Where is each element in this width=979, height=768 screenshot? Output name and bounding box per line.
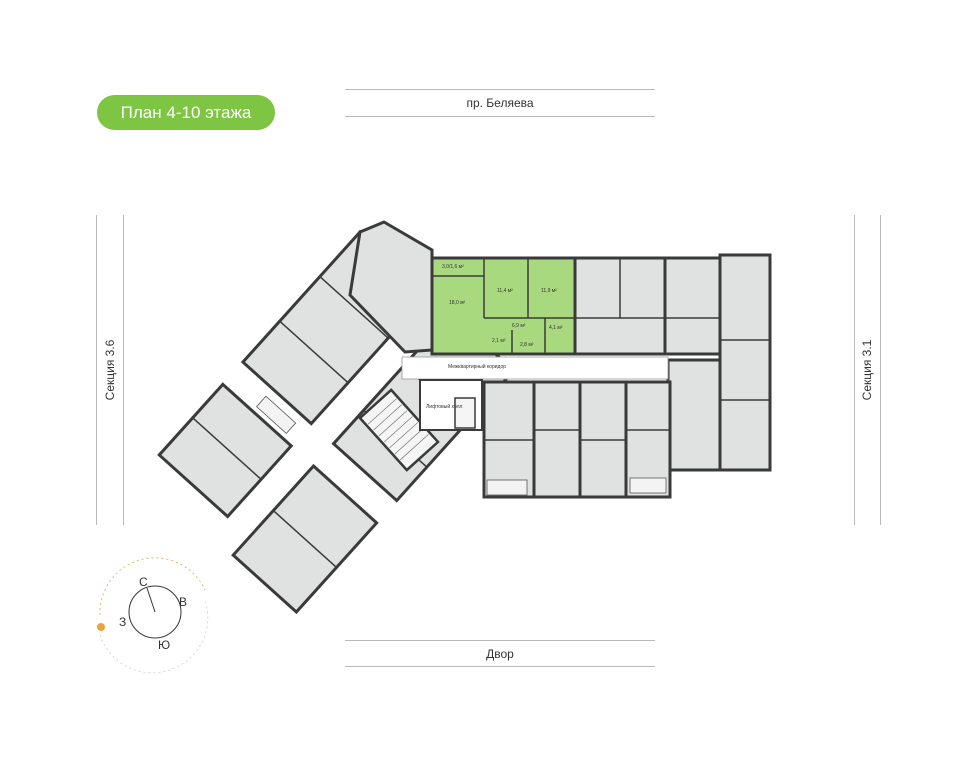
room-area-bath: 4,1 м²: [549, 325, 563, 331]
street-line-top-1: [345, 89, 655, 90]
room-area-wc: 2,1 м²: [492, 338, 506, 344]
street-line-bottom-2: [345, 666, 655, 667]
plan-title: План 4-10 этажа: [120, 103, 252, 122]
street-line-bottom-1: [345, 640, 655, 641]
compass: С В Ю З: [97, 557, 209, 674]
sun-icon: [97, 623, 105, 631]
compass-east: В: [179, 595, 187, 609]
room-area-balcony: 3,0/1,6 м²: [442, 264, 464, 270]
section-line-right-1: [854, 215, 855, 525]
lower-apartments: [482, 380, 672, 499]
section-line-left-2: [123, 215, 124, 525]
room-area-bedroom-2: 11,9 м²: [541, 288, 557, 294]
plan-title-badge: План 4-10 этажа: [97, 95, 275, 130]
section-line-right-2: [880, 215, 881, 525]
upper-right-apartments: [573, 253, 772, 472]
section-line-left-1: [96, 215, 97, 525]
street-line-top-2: [345, 116, 655, 117]
stairwell: [358, 388, 440, 472]
corridor-label: Межквартирный коридор: [448, 363, 506, 370]
highlighted-apartment: [430, 256, 577, 356]
room-area-living: 18,0 м²: [449, 300, 466, 306]
room-area-storage: 2,8 м²: [520, 342, 534, 348]
compass-north: С: [139, 575, 148, 589]
room-area-bedroom-1: 11,4 м²: [497, 288, 513, 294]
room-area-hall: 6,9 м²: [512, 323, 526, 329]
street-label-top: пр. Беляева: [466, 96, 534, 110]
lift-hall-label: Лифтовый холл: [426, 403, 463, 410]
compass-west: З: [119, 615, 126, 629]
compass-south: Ю: [158, 638, 170, 652]
corridor: [401, 356, 669, 380]
street-label-bottom: Двор: [486, 647, 514, 661]
